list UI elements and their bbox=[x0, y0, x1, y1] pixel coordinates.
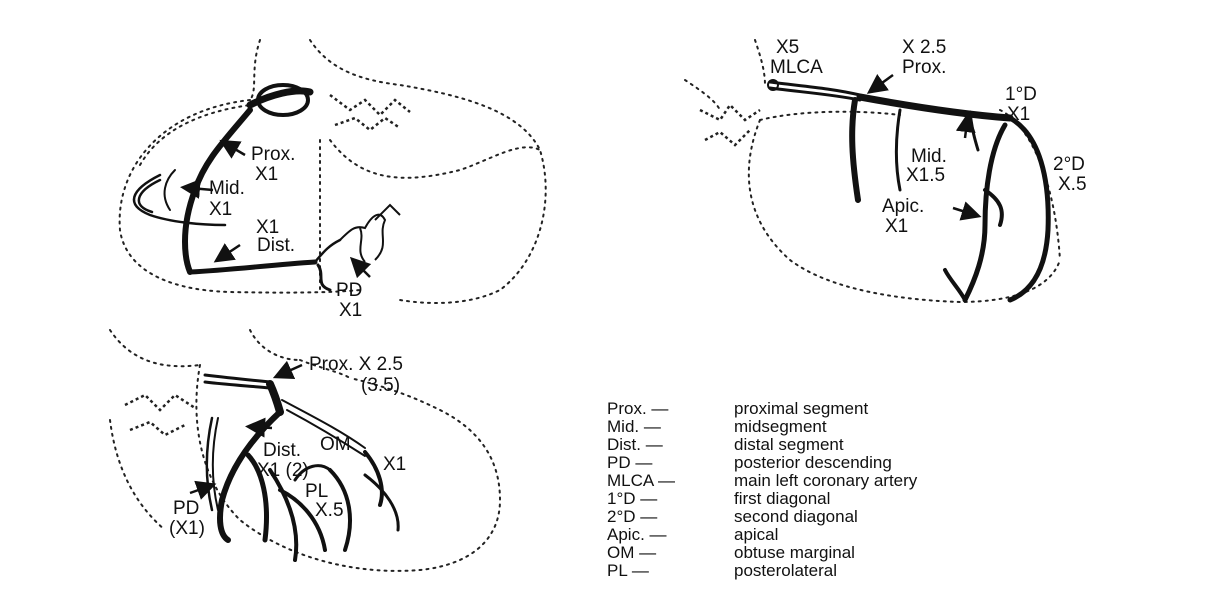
rca-pd-label: PD bbox=[336, 281, 362, 301]
cx-om-label: OM bbox=[320, 435, 351, 455]
legend-row: PL —posterolateral bbox=[607, 562, 917, 580]
posterior-descending-branches bbox=[340, 205, 400, 262]
legend-definition: obtuse marginal bbox=[734, 544, 855, 562]
rca-pd-factor: X1 bbox=[339, 301, 362, 321]
cx-dist-label: Dist. bbox=[263, 441, 301, 461]
legend-abbr: MLCA — bbox=[607, 472, 734, 490]
atrial-vessels bbox=[125, 395, 195, 435]
legend-row: PD —posterior descending bbox=[607, 454, 917, 472]
legend-row: Prox. —proximal segment bbox=[607, 400, 917, 418]
heart-outline-dotted bbox=[120, 40, 546, 303]
legend-row: Apic. —apical bbox=[607, 526, 917, 544]
lad-mlca-label: MLCA bbox=[770, 58, 823, 78]
lad-mid-factor: X1.5 bbox=[906, 166, 945, 186]
rca-prox-factor: X1 bbox=[255, 165, 278, 185]
legend-definition: distal segment bbox=[734, 436, 844, 454]
rca-mid-factor: X1 bbox=[209, 200, 232, 220]
lad-apic-label: Apic. bbox=[882, 197, 924, 217]
cx-dist-factor: X1 (2) bbox=[257, 461, 309, 481]
legend-abbr: Prox. — bbox=[607, 400, 734, 418]
left-anterior-diagram bbox=[685, 40, 1060, 302]
legend-definition: proximal segment bbox=[734, 400, 868, 418]
legend-row: OM —obtuse marginal bbox=[607, 544, 917, 562]
legend-abbr: Mid. — bbox=[607, 418, 734, 436]
cx-om-factor: X1 bbox=[383, 455, 406, 475]
cx-pl-label: PL bbox=[305, 482, 328, 502]
left-anterior-label-arrows bbox=[875, 75, 972, 214]
legend-definition: apical bbox=[734, 526, 778, 544]
lad-d1-label: 1°D bbox=[1005, 85, 1037, 105]
legend-definition: midsegment bbox=[734, 418, 827, 436]
legend-abbr: Dist. — bbox=[607, 436, 734, 454]
atrial-vessels bbox=[330, 95, 410, 130]
legend-row: Dist. —distal segment bbox=[607, 436, 917, 454]
lad-prox-label: Prox. bbox=[902, 58, 946, 78]
legend-row: Mid. —midsegment bbox=[607, 418, 917, 436]
legend-definition: posterior descending bbox=[734, 454, 892, 472]
legend-definition: posterolateral bbox=[734, 562, 837, 580]
legend-row: 2°D —second diagonal bbox=[607, 508, 917, 526]
cx-prox-alt-factor: (3.5) bbox=[361, 376, 400, 396]
legend-definition: first diagonal bbox=[734, 490, 830, 508]
legend-abbr: PL — bbox=[607, 562, 734, 580]
cx-pd-factor: (X1) bbox=[169, 519, 205, 539]
lad-d2-factor: X.5 bbox=[1058, 175, 1087, 195]
cx-pd-label: PD bbox=[173, 499, 199, 519]
lad-prox-factor: X 2.5 bbox=[902, 38, 946, 58]
cx-pl-factor: X.5 bbox=[315, 501, 344, 521]
legend-definition: second diagonal bbox=[734, 508, 858, 526]
legend-row: MLCA —main left coronary artery bbox=[607, 472, 917, 490]
rca-dist-label: Dist. bbox=[257, 236, 295, 256]
legend-definition: main left coronary artery bbox=[734, 472, 917, 490]
legend-abbr: 2°D — bbox=[607, 508, 734, 526]
lad-apic-factor: X1 bbox=[885, 217, 908, 237]
lad-d1-factor: X1 bbox=[1007, 105, 1030, 125]
rca-mid-label: Mid. bbox=[209, 179, 245, 199]
legend-abbr: 1°D — bbox=[607, 490, 734, 508]
abbreviation-legend: Prox. —proximal segment Mid. —midsegment… bbox=[607, 400, 917, 580]
right-coronary-diagram bbox=[120, 40, 546, 303]
legend-abbr: PD — bbox=[607, 454, 734, 472]
atrial-vessels bbox=[700, 105, 760, 145]
cx-prox-label: Prox. X 2.5 bbox=[309, 355, 403, 375]
legend-abbr: OM — bbox=[607, 544, 734, 562]
lad-mlca-factor: X5 bbox=[776, 38, 799, 58]
rca-prox-label: Prox. bbox=[251, 145, 295, 165]
legend-abbr: Apic. — bbox=[607, 526, 734, 544]
lad-d2-label: 2°D bbox=[1053, 155, 1085, 175]
heart-outline-dotted bbox=[685, 40, 1060, 302]
lad-mid-label: Mid. bbox=[911, 147, 947, 167]
legend-row: 1°D —first diagonal bbox=[607, 490, 917, 508]
